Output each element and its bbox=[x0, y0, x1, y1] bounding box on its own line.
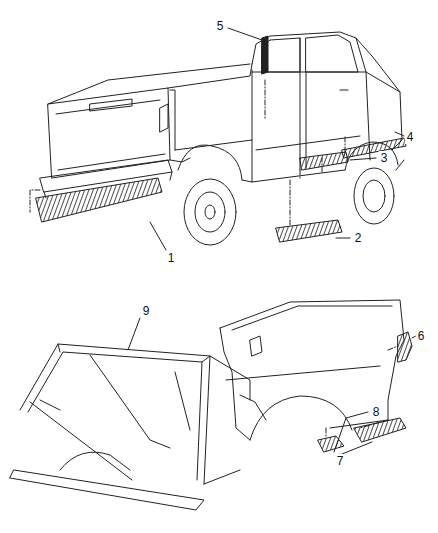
callout-number: 1 bbox=[166, 251, 177, 265]
molding bbox=[276, 220, 342, 242]
callout-number: 3 bbox=[379, 151, 390, 165]
molding bbox=[342, 138, 406, 158]
fender-molding bbox=[354, 418, 406, 442]
callout-number: 6 bbox=[416, 329, 427, 343]
callout-number: 7 bbox=[335, 454, 346, 468]
callout-number: 4 bbox=[405, 130, 416, 144]
callout-number: 9 bbox=[141, 304, 152, 318]
fender-molding bbox=[398, 332, 412, 362]
pillar-molding bbox=[262, 36, 268, 74]
callout-number: 5 bbox=[215, 19, 226, 33]
callout-number: 2 bbox=[353, 231, 364, 245]
step-pad bbox=[36, 178, 162, 222]
molding bbox=[300, 152, 348, 170]
fender-molding bbox=[318, 436, 344, 452]
callout-number: 8 bbox=[371, 405, 382, 419]
